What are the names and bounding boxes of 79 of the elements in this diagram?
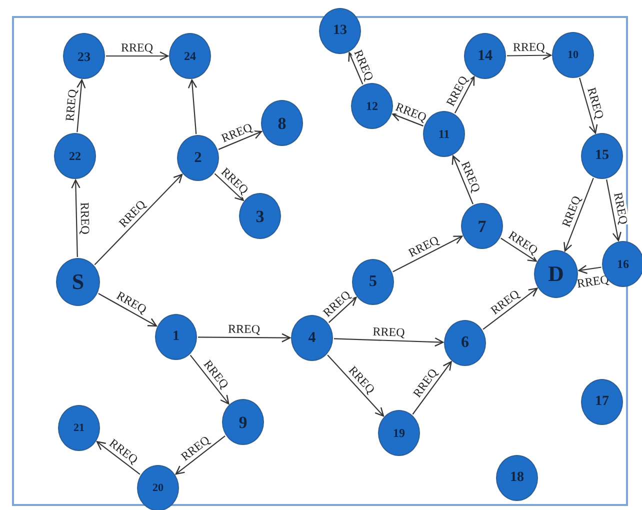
arrow — [188, 79, 198, 134]
arrow — [328, 296, 357, 323]
arrow — [507, 50, 552, 60]
network-node — [351, 83, 393, 129]
node-label: 14 — [478, 48, 492, 64]
node-label: 15 — [595, 149, 609, 163]
node-label: 24 — [184, 50, 196, 62]
arrow — [327, 354, 384, 417]
network-node — [581, 379, 623, 425]
node-label: 13 — [333, 24, 347, 38]
node-label: 7 — [478, 218, 486, 234]
arrow — [500, 238, 537, 262]
network-node — [177, 135, 219, 181]
node-label: 9 — [238, 414, 248, 430]
arrow — [578, 264, 602, 274]
arrow — [482, 288, 538, 330]
node-label: 2 — [194, 150, 202, 166]
node-label: 12 — [366, 100, 378, 112]
arrow — [106, 51, 169, 61]
arrow — [198, 333, 291, 342]
edge-label: RREQ — [227, 322, 262, 336]
arrow — [334, 337, 444, 347]
arrow — [606, 179, 622, 242]
arrow — [214, 173, 244, 201]
arrow — [71, 179, 80, 258]
arrow — [392, 236, 463, 272]
node-label: 19 — [393, 427, 405, 439]
arrow — [579, 78, 598, 134]
network-node — [461, 203, 503, 249]
network-node — [137, 465, 179, 510]
network-node — [155, 314, 197, 360]
arrow — [96, 441, 140, 475]
network-node — [581, 133, 623, 179]
node-label: 16 — [617, 258, 629, 270]
arrow — [392, 112, 424, 126]
node-label: 4 — [308, 330, 316, 346]
arrow — [348, 52, 364, 84]
node-label: 1 — [172, 330, 180, 344]
edge-label: RREQ — [512, 40, 546, 54]
network-node — [63, 33, 105, 79]
edge-label: RREQ — [120, 41, 154, 55]
edge-label: RREQ — [372, 325, 406, 340]
network-node — [496, 455, 538, 501]
network-node — [58, 405, 100, 451]
arrow — [412, 361, 452, 415]
network-node — [444, 320, 486, 366]
node-label: 23 — [78, 50, 90, 62]
arrow — [190, 354, 230, 404]
node-label: 8 — [278, 114, 286, 132]
arrow — [218, 130, 262, 150]
node-label: 3 — [256, 208, 264, 224]
arrow — [98, 293, 158, 327]
arrow — [452, 155, 474, 204]
arrow — [76, 79, 86, 132]
node-label: 6 — [461, 335, 469, 351]
edge-label: RREQ — [63, 88, 80, 123]
network-node — [378, 410, 420, 456]
arrow — [454, 76, 475, 114]
network-node — [54, 133, 96, 179]
arrow — [564, 178, 594, 252]
network-node — [552, 32, 594, 78]
node-label: 22 — [69, 150, 81, 162]
network-node — [352, 259, 394, 305]
network-node — [261, 100, 303, 146]
node-label: 10 — [568, 50, 578, 60]
node-label: D — [548, 263, 564, 285]
node-label: 11 — [438, 128, 450, 140]
node-label: S — [72, 271, 84, 293]
node-label: 20 — [152, 482, 164, 494]
node-label: 18 — [510, 471, 524, 485]
arrow — [94, 174, 183, 266]
arrow — [175, 435, 226, 475]
node-label: 5 — [369, 274, 377, 290]
edge-label: RREQ — [78, 201, 92, 236]
node-label: 21 — [74, 422, 84, 434]
network-node — [169, 33, 211, 79]
network-node — [56, 258, 100, 306]
node-label: 17 — [595, 395, 609, 409]
network-node — [222, 399, 264, 445]
